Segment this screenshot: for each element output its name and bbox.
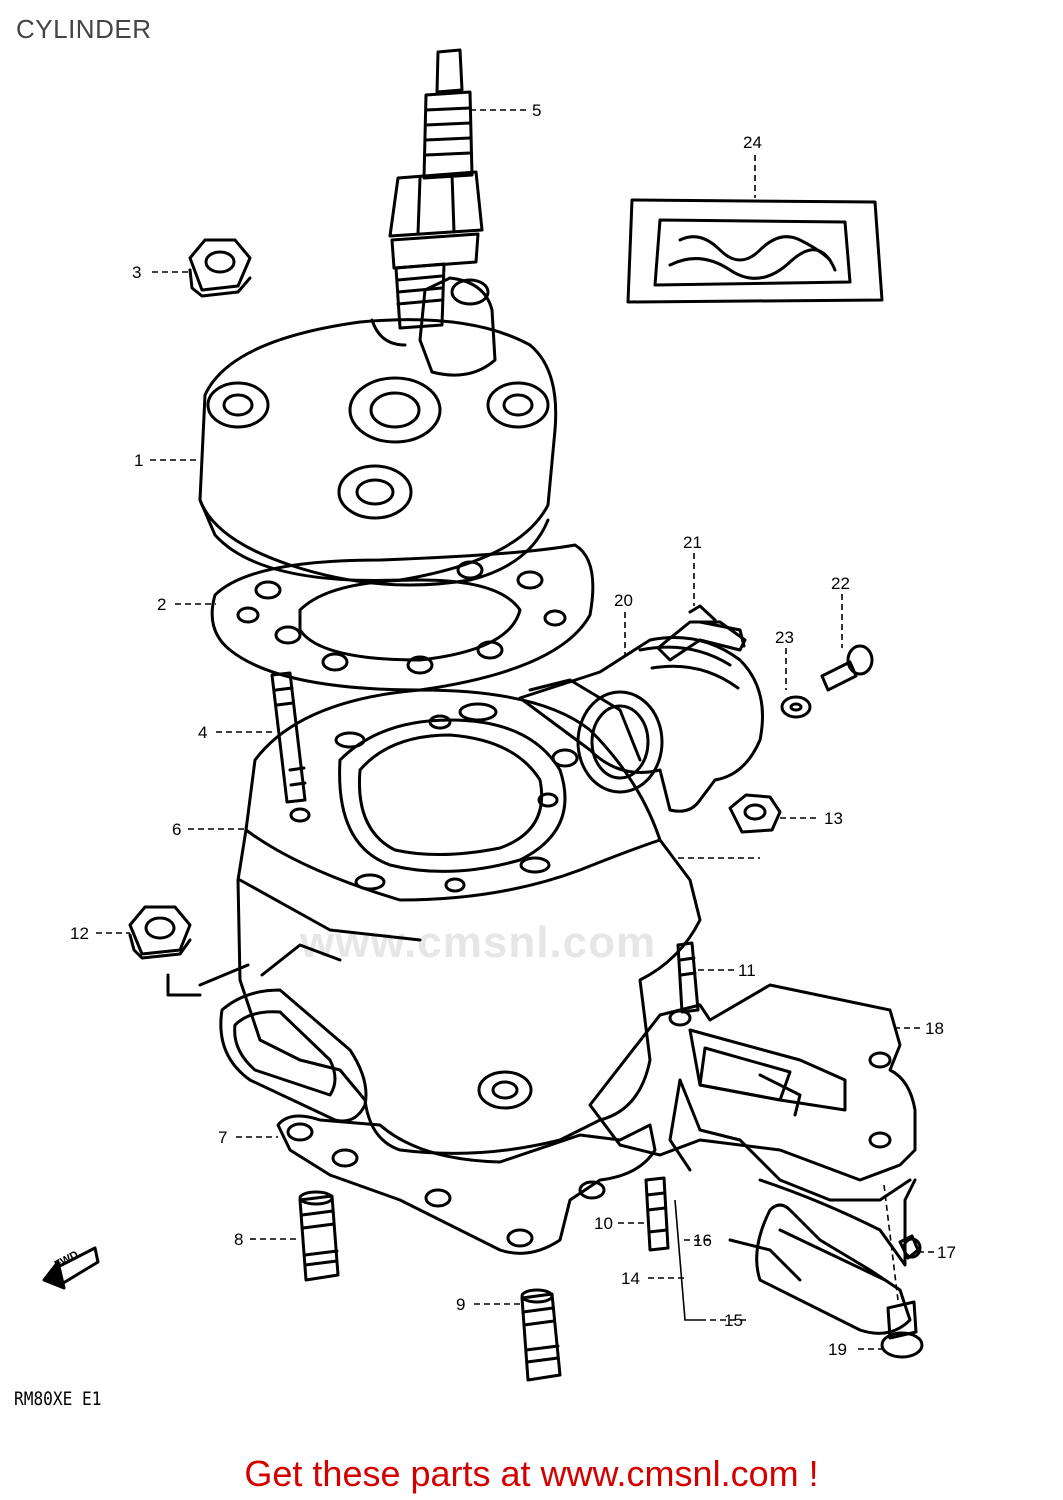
callout-11: 11 [738, 961, 756, 980]
callout-8: 8 [234, 1230, 243, 1249]
callout-12: 12 [70, 924, 89, 943]
forward-arrow-icon [42, 1246, 100, 1290]
callout-9: 9 [456, 1295, 465, 1314]
callout-16: 16 [693, 1231, 712, 1250]
callout-19: 19 [828, 1340, 847, 1359]
clamp-part[interactable] [656, 604, 747, 662]
watermark: www.cmsnl.com [300, 918, 657, 967]
stud-8-part[interactable] [298, 1190, 340, 1282]
reed-gasket-part[interactable] [588, 983, 917, 1182]
spark-plug-part[interactable] [388, 48, 484, 330]
head-gasket-part[interactable] [210, 543, 595, 692]
callout-2: 2 [157, 595, 166, 614]
intake-pipe-part[interactable] [518, 636, 764, 813]
callout-10: 10 [594, 1214, 613, 1233]
callout-23: 23 [775, 628, 794, 647]
nut-12-part[interactable] [128, 905, 192, 960]
bolt-17-part[interactable] [898, 1234, 922, 1260]
callout-18: 18 [925, 1019, 944, 1038]
callout-21: 21 [683, 533, 702, 552]
cylinder-head-part[interactable] [198, 276, 558, 587]
callout-4: 4 [198, 723, 207, 742]
washer-23-part[interactable] [780, 695, 812, 719]
model-code: RM80XE E1 [14, 1388, 102, 1410]
callout-24: 24 [743, 133, 762, 152]
callout-17: 17 [937, 1243, 956, 1262]
callout-20: 20 [614, 591, 633, 610]
callout-5: 5 [532, 101, 541, 120]
callout-7: 7 [218, 1128, 227, 1147]
cylinder-body-part[interactable] [219, 678, 702, 1155]
reed-block-part[interactable] [755, 1178, 917, 1335]
callout-1: 1 [134, 451, 143, 470]
stud-4-part[interactable] [270, 671, 307, 804]
stud-9-part[interactable] [520, 1288, 562, 1382]
callout-13: 13 [824, 809, 843, 828]
stud-11-part[interactable] [676, 941, 700, 1014]
base-gasket-part[interactable] [276, 1114, 657, 1255]
page-title: CYLINDER [16, 14, 152, 44]
nut-3-part[interactable] [188, 238, 252, 298]
stud-10-part[interactable] [644, 1176, 670, 1252]
callout-22: 22 [831, 574, 850, 593]
callout-3: 3 [132, 263, 141, 282]
bolt-22-part[interactable] [820, 644, 874, 692]
callout-14: 14 [621, 1269, 640, 1288]
bolt-19-part[interactable] [880, 1300, 924, 1359]
label-plate-part[interactable] [626, 198, 884, 304]
callout-15: 15 [724, 1311, 743, 1330]
reed-valve-part[interactable] [668, 1028, 912, 1282]
promo-link[interactable]: Get these parts at www.cmsnl.com ! [244, 1453, 819, 1494]
callout-6: 6 [172, 820, 181, 839]
nut-13-part[interactable] [728, 793, 782, 834]
